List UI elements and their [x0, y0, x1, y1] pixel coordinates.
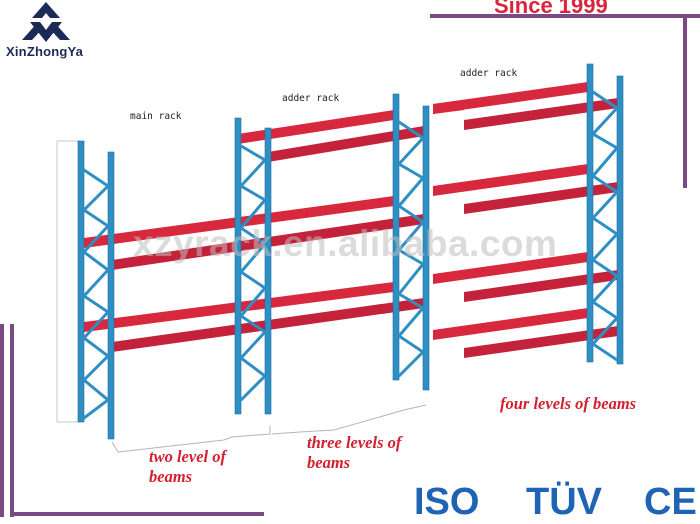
rack-beams — [84, 82, 618, 358]
brand-logo — [0, 0, 120, 70]
brand-name: XinZhongYa — [6, 44, 84, 59]
watermark-text: xzyrack.en.alibaba.com — [133, 223, 558, 264]
main-rack-label: main rack — [130, 111, 182, 122]
since-text: Since 1999 — [494, 0, 608, 18]
caption-four-levels: four levels of beams — [500, 394, 637, 413]
caption-two-levels-line2: beams — [149, 467, 193, 486]
rack-uprights — [77, 63, 624, 440]
iso-cert-logo: ISO — [414, 481, 480, 523]
caption-three-levels: three levels of beams — [307, 433, 401, 473]
adder-rack-label-1: adder rack — [282, 93, 340, 104]
decorative-frame-lines — [0, 14, 700, 517]
caption-two-levels: two level of beams — [149, 447, 226, 487]
adder-rack-label-2: adder rack — [460, 68, 518, 79]
caption-three-levels-line1: three levels of — [307, 433, 402, 452]
rack-bracing — [81, 90, 620, 420]
ce-cert-logo: CE — [644, 481, 697, 523]
caption-three-levels-line2: beams — [307, 453, 351, 472]
caption-two-levels-line1: two level of — [149, 447, 226, 466]
logo-mark-icon — [22, 2, 70, 42]
tuv-cert-logo: TÜV — [526, 481, 602, 523]
